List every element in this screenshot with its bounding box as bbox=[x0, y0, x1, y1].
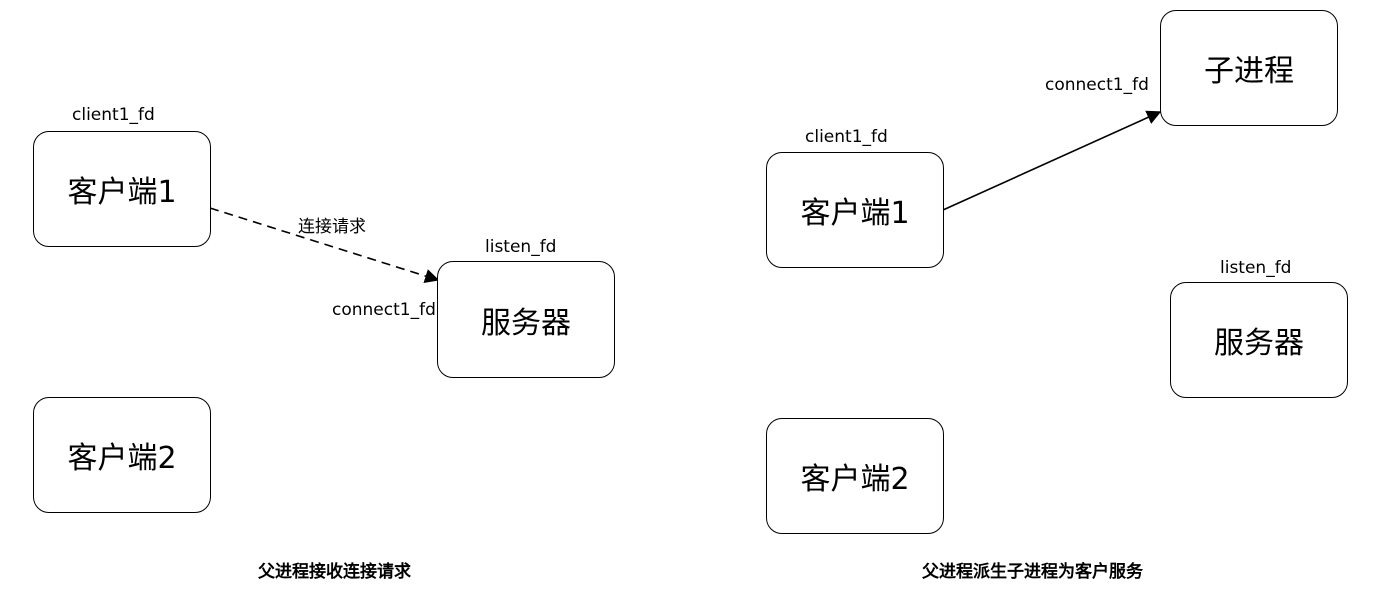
connection-request-label: 连接请求 bbox=[298, 217, 366, 237]
client2-node: 客户端2 bbox=[33, 397, 211, 513]
client1-fd-label: client1_fd bbox=[72, 105, 155, 125]
listen-fd-label: listen_fd bbox=[485, 237, 557, 257]
child-connection-arrow bbox=[942, 110, 1162, 211]
client2-node: 客户端2 bbox=[766, 418, 944, 534]
client1-fd-label: client1_fd bbox=[805, 127, 888, 147]
client1-node: 客户端1 bbox=[33, 131, 211, 247]
right-caption: 父进程派生子进程为客户服务 bbox=[922, 562, 1143, 582]
server-node: 服务器 bbox=[1170, 282, 1348, 398]
server-node: 服务器 bbox=[437, 261, 615, 378]
connection-request-arrow bbox=[209, 207, 440, 283]
client1-node: 客户端1 bbox=[766, 152, 944, 268]
left-caption: 父进程接收连接请求 bbox=[258, 562, 411, 582]
connect1-fd-label: connect1_fd bbox=[332, 300, 436, 320]
listen-fd-label: listen_fd bbox=[1220, 258, 1292, 278]
child-process-node: 子进程 bbox=[1160, 10, 1338, 126]
connect1-fd-label: connect1_fd bbox=[1045, 75, 1149, 95]
